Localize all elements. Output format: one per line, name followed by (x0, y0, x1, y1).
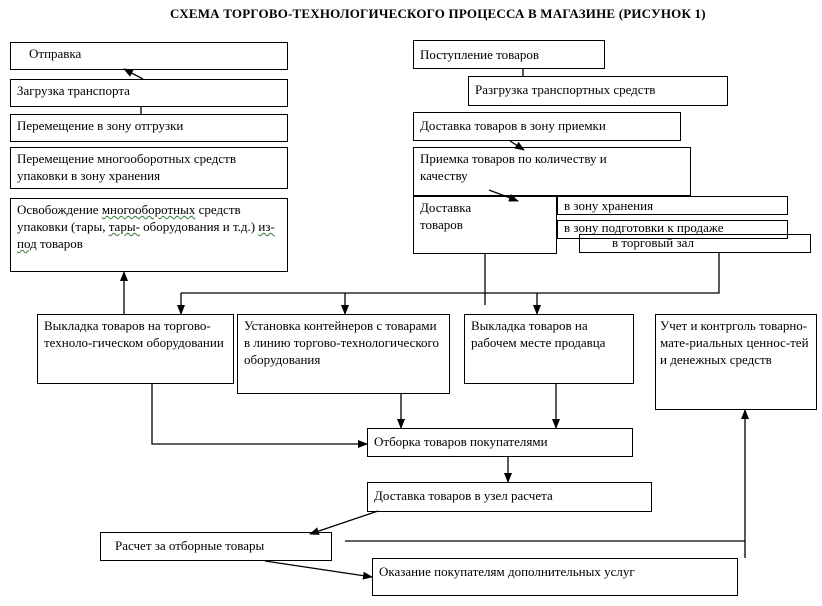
box-dostavka-tovarov: Доставка товаров (413, 196, 557, 254)
box-dostavka-priemka-label: Доставка товаров в зону приемки (420, 118, 606, 133)
box-otborka-label: Отборка товаров покупателями (374, 434, 548, 449)
box-okazanie-label: Оказание покупателям дополнительных услу… (379, 564, 635, 579)
box-ustanovka: Установка контейнеров с товарами в линию… (237, 314, 450, 394)
osvobozhdenie-text-7: товаров (36, 236, 83, 251)
osvobozhdenie-text-4: тары- (108, 219, 140, 234)
box-uchet: Учет и контрголь товарно-мате-риальных ц… (655, 314, 817, 410)
box-postuplenie: Поступление товаров (413, 40, 605, 69)
box-dostavka-tovarov-label: Доставка товаров (420, 200, 472, 232)
box-raschet: Расчет за отборные товары (100, 532, 332, 561)
box-v-torgovyi-zal: в торговый зал (579, 234, 811, 253)
osvobozhdenie-text-5: оборудования и т.д.) (139, 219, 259, 234)
box-vykladka-oborud-label: Выкладка товаров на торгово-техноло-гиче… (44, 318, 224, 350)
osvobozhdenie-text-1: Освобождение (17, 202, 102, 217)
box-razgruzka: Разгрузка транспортных средств (468, 76, 728, 106)
box-dostavka-uzel-label: Доставка товаров в узел расчета (374, 488, 553, 503)
box-peremeshchenie-tara: Перемещение многооборотных средств упако… (10, 147, 288, 189)
arrow-zagruzka-to-otpravka (123, 68, 144, 80)
box-zagruzka-label: Загрузка транспорта (17, 83, 130, 98)
arrow-dostavka-uzel-to-raschet (309, 510, 379, 535)
box-ustanovka-label: Установка контейнеров с товарами в линию… (244, 318, 440, 367)
box-vykladka-rabochee: Выкладка товаров на рабочем месте продав… (464, 314, 634, 384)
box-postuplenie-label: Поступление товаров (420, 47, 540, 62)
box-zagruzka: Загрузка транспорта (10, 79, 288, 107)
box-dostavka-priemka: Доставка товаров в зону приемки (413, 112, 681, 141)
osvobozhdenie-text-6: из-под (17, 219, 275, 251)
box-peremeshchenie-tara-label: Перемещение многооборотных средств упако… (17, 151, 236, 183)
box-otpravka: Отправка (10, 42, 288, 70)
box-vykladka-rabochee-label: Выкладка товаров на рабочем месте продав… (471, 318, 606, 350)
box-otborka: Отборка товаров покупателями (367, 428, 633, 457)
box-otpravka-label: Отправка (29, 46, 82, 61)
box-v-zonu-hraneniya: в зону хранения (557, 196, 788, 215)
box-peremeshchenie-otgruzka-label: Перемещение в зону отгрузки (17, 118, 184, 133)
box-osvobozhdenie: Освобождение многооборотных средств упак… (10, 198, 288, 272)
box-raschet-label: Расчет за отборные товары (115, 538, 265, 553)
box-v-torgovyi-zal-label: в торговый зал (612, 235, 694, 250)
box-uchet-label: Учет и контрголь товарно-мате-риальных ц… (660, 318, 809, 367)
arrow-raschet-to-okazanie (264, 560, 373, 580)
box-dostavka-uzel: Доставка товаров в узел расчета (367, 482, 652, 512)
osvobozhdenie-text-3: средств упаковки (тары, (17, 202, 241, 234)
box-priemka-label: Приемка товаров по количеству и качеству (420, 151, 607, 183)
osvobozhdenie-text-2: многооборотных (101, 202, 196, 217)
box-vykladka-oborud: Выкладка товаров на торгово-техноло-гиче… (37, 314, 234, 384)
box-priemka: Приемка товаров по количеству и качеству (413, 147, 691, 196)
box-peremeshchenie-otgruzka: Перемещение в зону отгрузки (10, 114, 288, 142)
box-okazanie: Оказание покупателям дополнительных услу… (372, 558, 738, 596)
box-v-zonu-podgotovki-label: в зону подготовки к продаже (564, 220, 724, 235)
diagram-title: СХЕМА ТОРГОВО-ТЕХНОЛОГИЧЕСКОГО ПРОЦЕССА … (170, 6, 706, 21)
box-razgruzka-label: Разгрузка транспортных средств (475, 82, 656, 97)
box-v-zonu-hraneniya-label: в зону хранения (564, 198, 654, 213)
